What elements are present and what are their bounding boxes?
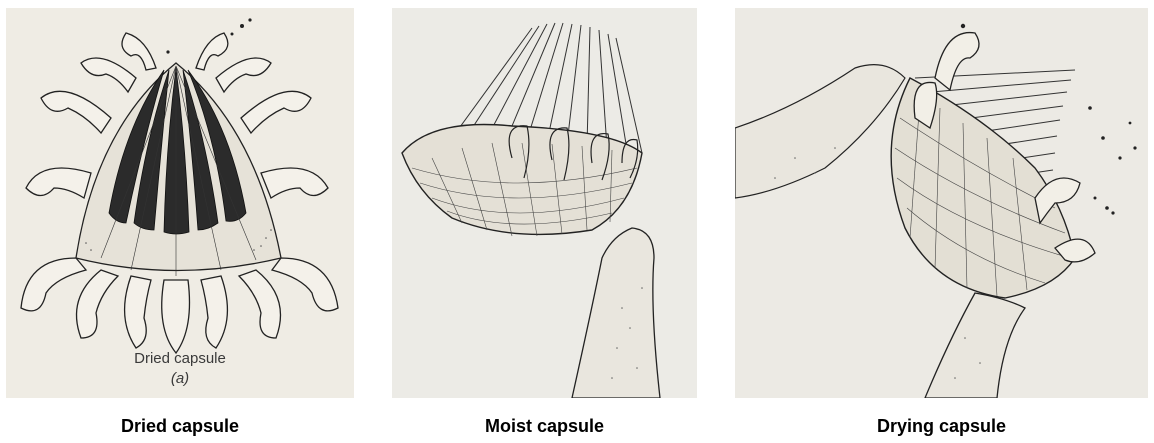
caption-drying-capsule: Drying capsule xyxy=(735,416,1148,437)
inner-caption: Dried capsule xyxy=(6,350,354,367)
drying-capsule-drawing xyxy=(735,8,1148,398)
moist-capsule-drawing xyxy=(392,8,697,398)
caption-dried-capsule: Dried capsule xyxy=(6,416,354,437)
moist-capsule-illustration xyxy=(392,8,697,398)
dried-capsule-illustration: Dried capsule (a) xyxy=(6,8,354,398)
caption-moist-capsule: Moist capsule xyxy=(392,416,697,437)
dried-capsule-drawing xyxy=(6,8,354,398)
panel-letter: (a) xyxy=(6,370,354,387)
drying-capsule-illustration xyxy=(735,8,1148,398)
